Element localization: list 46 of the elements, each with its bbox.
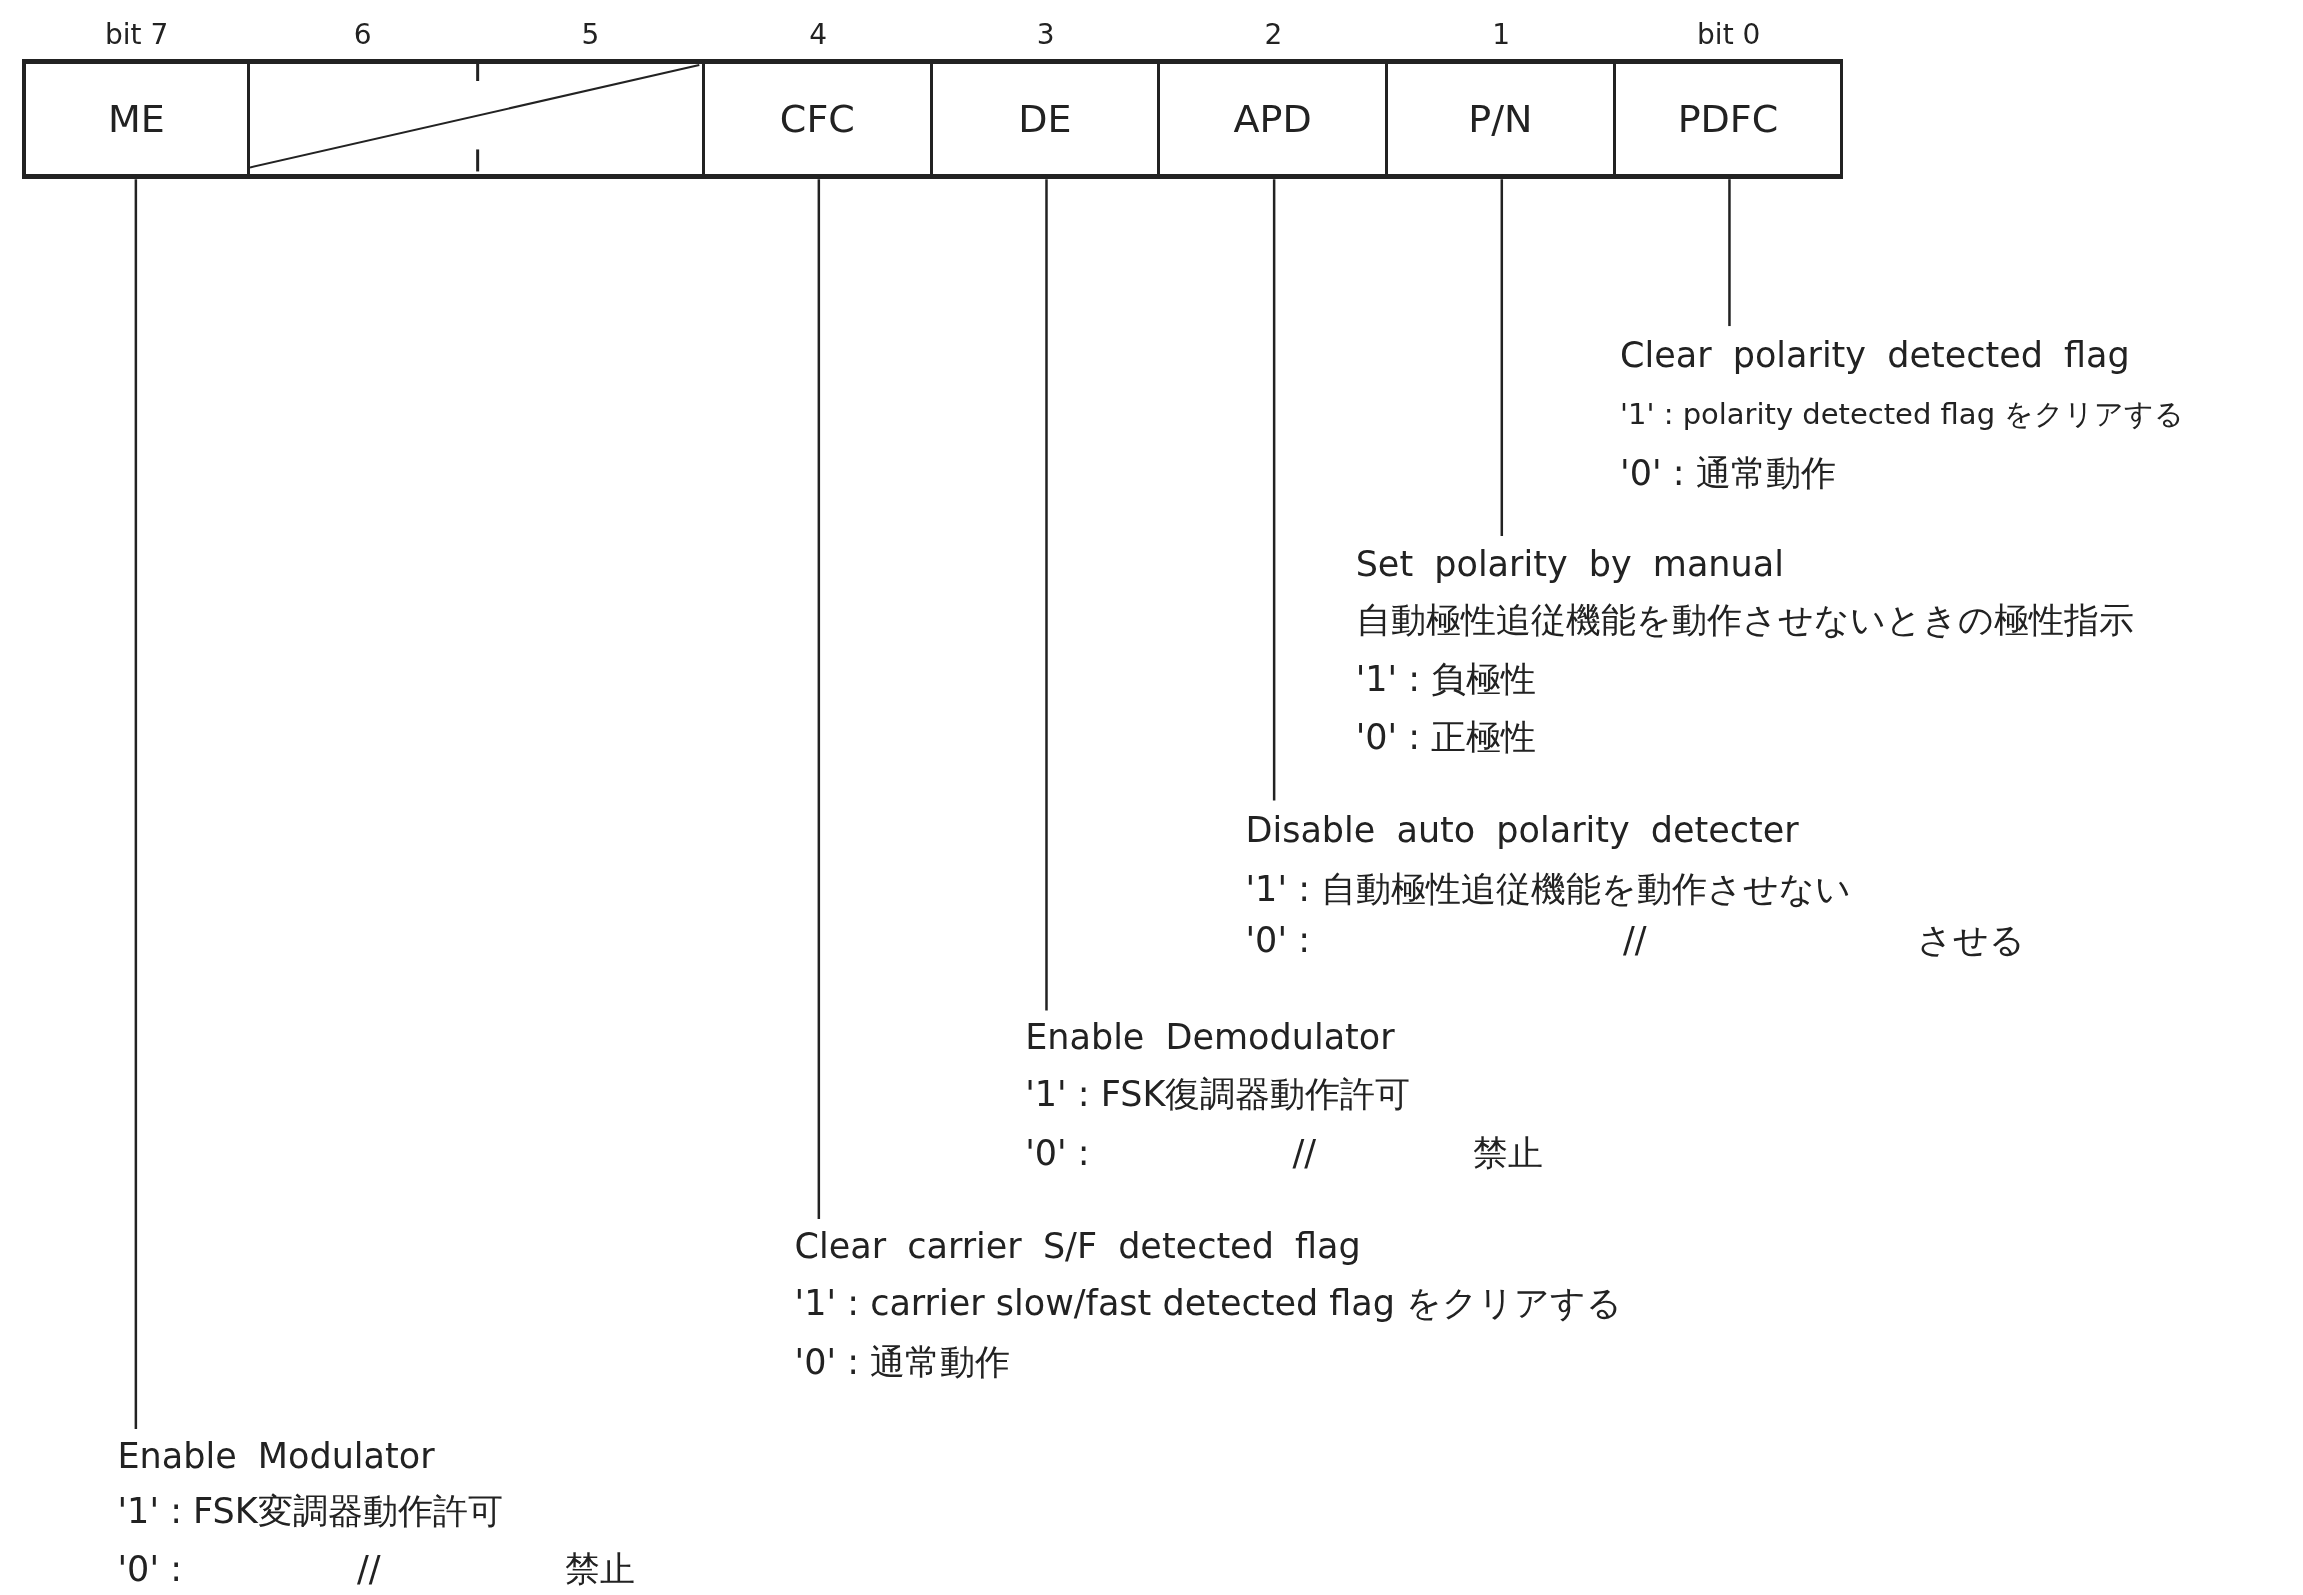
description-line: させる — [1916, 919, 2025, 962]
bit-number: 6 — [353, 18, 372, 52]
description-line: '1' : polarity detected flag をクリアする — [1620, 396, 2185, 434]
description-line: 禁止 — [1473, 1131, 1544, 1175]
description-line: '0' : 通常動作 — [794, 1340, 1011, 1384]
leader-line — [134, 179, 138, 1430]
bit-number: 5 — [581, 18, 600, 52]
description-line: '0' : 正極性 — [1355, 716, 1537, 760]
field-heading: Set polarity by manual — [1355, 543, 1784, 586]
bit-number: 3 — [1036, 18, 1055, 52]
unused-cell — [249, 58, 705, 180]
bit-number: bit 0 — [1697, 18, 1761, 52]
register-cell: APD — [1160, 58, 1388, 180]
field-heading: Disable auto polarity detecter — [1245, 808, 1799, 852]
register-cell: DE — [932, 58, 1161, 180]
register-cell: P/N — [1387, 58, 1616, 180]
bit-number: 4 — [809, 18, 827, 52]
register-cell: CFC — [705, 58, 933, 180]
description-line: '0' : — [1245, 919, 1310, 962]
description-line: '0' : 通常動作 — [1620, 451, 1836, 495]
description-line: '1' : FSK変調器動作許可 — [117, 1490, 503, 1534]
field-heading: Clear polarity detected flag — [1620, 334, 2130, 378]
bit-number: 2 — [1264, 18, 1283, 52]
leader-line — [817, 179, 821, 1220]
description-line: '1' : carrier slow/fast detected flag をクリアする — [794, 1281, 1623, 1325]
bit-number: bit 7 — [104, 18, 169, 52]
register-cell: PDFC — [1615, 58, 1844, 180]
description-line: 禁止 — [565, 1547, 636, 1591]
description-line: // — [1622, 919, 1647, 962]
field-heading: Enable Modulator — [117, 1434, 435, 1478]
bit-number: 1 — [1492, 18, 1510, 52]
description-line: '1' : FSK復調器動作許可 — [1025, 1073, 1411, 1117]
description-line: // — [1292, 1131, 1317, 1175]
description-line: '1' : 負極性 — [1355, 657, 1537, 701]
register-cell: ME — [22, 58, 250, 180]
field-heading: Clear carrier S/F detected flag — [794, 1224, 1361, 1268]
description-line: '1' : 自動極性追従機能を動作させない — [1245, 867, 1852, 911]
description-line: '0' : — [117, 1547, 182, 1591]
leader-line — [1500, 179, 1504, 537]
description-line: 自動極性追従機能を動作させないときの極性指示 — [1355, 598, 2134, 642]
leader-line — [1272, 179, 1276, 801]
leader-line — [1045, 179, 1048, 1011]
description-line: // — [356, 1547, 381, 1591]
description-line: '0' : — [1025, 1131, 1090, 1175]
field-heading: Enable Demodulator — [1025, 1015, 1395, 1059]
leader-line — [1728, 179, 1731, 327]
